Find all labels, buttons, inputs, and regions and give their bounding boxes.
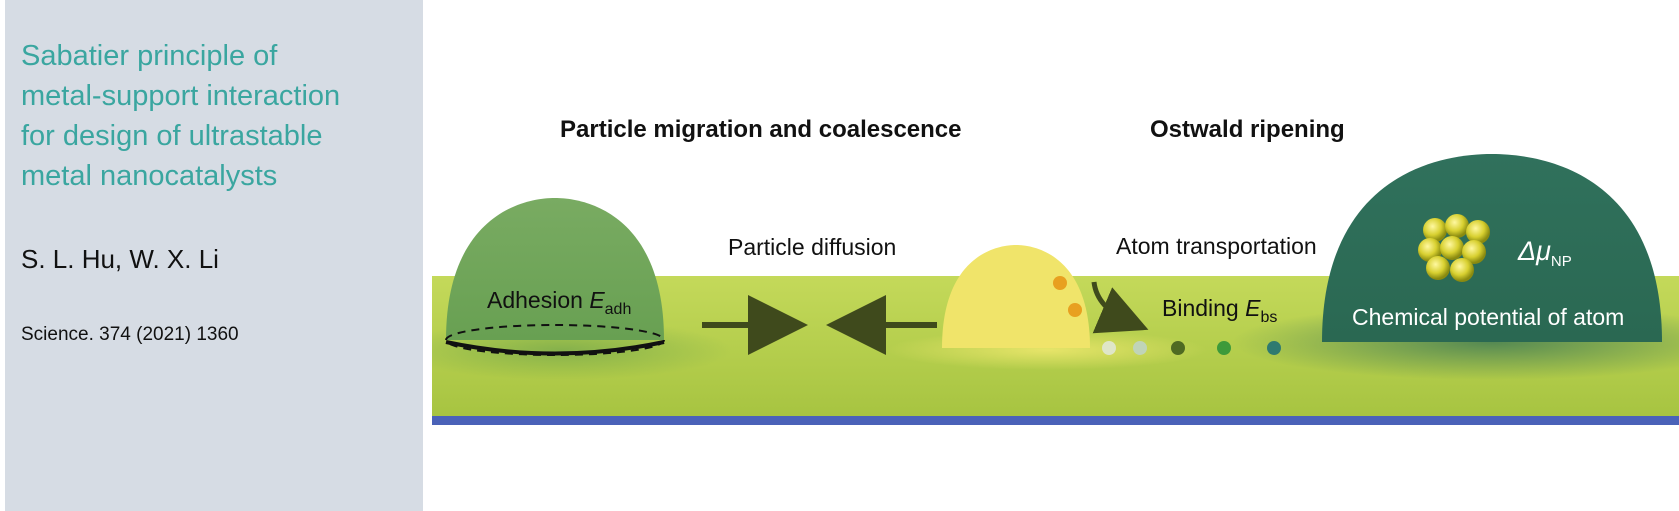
- sintering-diagram: Particle migration and coalescence Ostwa…: [432, 100, 1679, 430]
- adhesion-interface-solid: [445, 340, 665, 356]
- right-particle: [1322, 154, 1662, 342]
- binding-label: Binding Ebs: [1162, 295, 1277, 326]
- heading-ostwald-ripening: Ostwald ripening: [1150, 116, 1345, 143]
- adatom: [1102, 341, 1116, 355]
- support-base-strip: [432, 416, 1679, 425]
- particle-diffusion-label: Particle diffusion: [728, 234, 896, 260]
- atom-transportation-label: Atom transportation: [1116, 233, 1317, 259]
- adhesion-label: Adhesion Eadh: [487, 287, 631, 318]
- adatom: [1217, 341, 1231, 355]
- detaching-atom: [1068, 303, 1082, 317]
- authors: S. L. Hu, W. X. Li: [21, 244, 219, 274]
- chemical-potential-label: Chemical potential of atom: [1352, 304, 1624, 330]
- left-particle: [446, 198, 664, 340]
- adatom: [1133, 341, 1147, 355]
- middle-particle: [942, 245, 1090, 348]
- adatom: [1267, 341, 1281, 355]
- adhesion-interface-dashed: [445, 324, 665, 356]
- heading-particle-migration: Particle migration and coalescence: [560, 116, 962, 143]
- detaching-atom: [1053, 276, 1067, 290]
- atom-transport-arrow: [1091, 281, 1149, 334]
- slide-title: Sabatier principle of metal-support inte…: [21, 40, 341, 192]
- adatom: [1171, 341, 1185, 355]
- atom-cluster-icon: [1418, 214, 1490, 282]
- citation: Science. 374 (2021) 1360: [21, 324, 239, 345]
- title-panel: Sabatier principle of metal-support inte…: [5, 0, 423, 511]
- delta-mu-label: ΔμNP: [1517, 236, 1572, 270]
